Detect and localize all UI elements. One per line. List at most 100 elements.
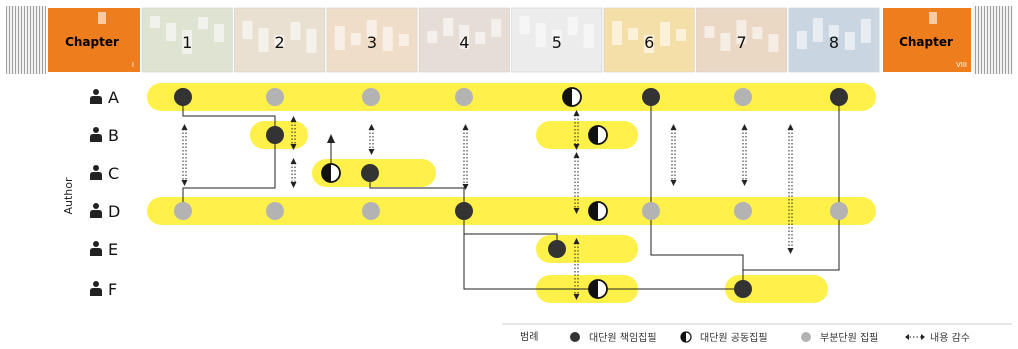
page-thumb-5: 5 (511, 7, 603, 73)
marker-co (588, 201, 608, 221)
marker-minor (266, 202, 284, 220)
author-label: C (108, 164, 119, 183)
page-edges-right (973, 6, 1013, 74)
legend-item-lead: 대단원 책임집필 (570, 331, 657, 344)
connector-line (742, 97, 840, 289)
chapter-cover-left: Chapter I (48, 8, 140, 72)
author-label: B (108, 126, 119, 145)
review-arrow (787, 124, 794, 254)
review-arrow (573, 238, 580, 300)
marker-lead (361, 164, 379, 182)
page-thumb-8: 8 (788, 7, 880, 73)
chapter-page-strip: Chapter I 1 2 3 4 5 6 7 8 Chapter VIII (6, 6, 1013, 74)
marker-minor (362, 202, 380, 220)
review-arrow (462, 124, 469, 190)
chapter-cover-right: Chapter VIII (883, 8, 971, 72)
person-icon (90, 281, 102, 296)
marker-minor (455, 88, 473, 106)
review-arrow (670, 124, 677, 186)
marker-minor (174, 202, 192, 220)
legend-item-co: 대단원 공동집필 (680, 331, 768, 344)
review-arrow (181, 124, 188, 186)
marker-minor (642, 202, 660, 220)
page-thumb-1: 1 (141, 7, 233, 73)
review-arrow (290, 116, 297, 150)
review-arrow (290, 158, 297, 188)
marker-minor (830, 202, 848, 220)
marker-lead (455, 202, 473, 220)
page-number: 3 (367, 33, 377, 52)
chapter-cover-left-numeral: I (132, 61, 134, 69)
band-row-d (147, 197, 876, 225)
legend-item-review: 내용 감수 (905, 332, 970, 344)
legend-title: 범례 (520, 331, 538, 343)
marker-lead (174, 88, 192, 106)
page-number: 2 (275, 33, 285, 52)
axis-label-author: Author (62, 177, 75, 215)
page-thumb-4: 4 (418, 7, 510, 73)
chapter-cover-right-label: Chapter (899, 35, 953, 49)
page-thumb-6: 6 (603, 7, 695, 73)
connector-line (650, 97, 744, 289)
band-row-a (147, 83, 876, 111)
author-label: E (108, 240, 118, 259)
legend-item-minor: 부분단원 집필 (801, 332, 878, 344)
legend-item-label: 부분단원 집필 (820, 332, 878, 344)
page-number: 5 (552, 33, 562, 52)
legend-item-label: 내용 감수 (930, 332, 970, 344)
author-row-d: D (90, 202, 120, 221)
page-number: 8 (829, 33, 839, 52)
legend-item-label: 대단원 책임집필 (589, 331, 657, 344)
review-arrow (368, 124, 375, 155)
author-row-f: F (90, 280, 117, 299)
marker-co (588, 279, 608, 299)
marker-minor (266, 88, 284, 106)
person-icon (90, 127, 102, 142)
person-icon (90, 203, 102, 218)
marker-lead (830, 88, 848, 106)
marker-lead (266, 126, 284, 144)
marker-lead (548, 240, 566, 258)
author-label: D (108, 202, 120, 221)
arrow-head (327, 134, 335, 143)
chapter-cover-right-numeral: VIII (956, 61, 967, 69)
legend: 범례 대단원 책임집필 대단원 공동집필 부분단원 집필 내용 감수 (502, 323, 1012, 344)
author-markers (174, 87, 848, 299)
band-row-b (536, 121, 638, 149)
marker-co (321, 163, 341, 183)
marker-minor (734, 88, 752, 106)
author-label: F (108, 280, 117, 299)
page-number: 1 (182, 33, 192, 52)
marker-minor (362, 88, 380, 106)
page-number: 7 (737, 33, 747, 52)
connector-line (463, 211, 557, 290)
marker-minor (734, 202, 752, 220)
review-arrow (741, 124, 748, 186)
marker-co (588, 125, 608, 145)
person-icon (90, 89, 102, 104)
person-icon (90, 165, 102, 180)
page-edges-left (6, 6, 46, 74)
page-thumb-2: 2 (234, 7, 326, 73)
chapter-cover-left-label: Chapter (65, 35, 119, 49)
page-thumb-3: 3 (326, 7, 418, 73)
review-arrow (573, 152, 580, 214)
review-arrow (573, 110, 580, 150)
page-number: 6 (644, 33, 654, 52)
author-row-b: B (90, 126, 119, 145)
connector-line (182, 135, 276, 211)
author-row-c: C (90, 164, 119, 183)
author-row-e: E (90, 240, 118, 259)
page-number: 4 (459, 33, 469, 52)
page-thumb-7: 7 (696, 7, 788, 73)
legend-item-label: 대단원 공동집필 (700, 332, 768, 344)
author-row-a: A (90, 88, 119, 107)
marker-co (562, 87, 582, 107)
marker-lead (734, 280, 752, 298)
person-icon (90, 241, 102, 256)
marker-lead (642, 88, 660, 106)
connector-line (182, 97, 276, 135)
author-label: A (108, 88, 119, 107)
